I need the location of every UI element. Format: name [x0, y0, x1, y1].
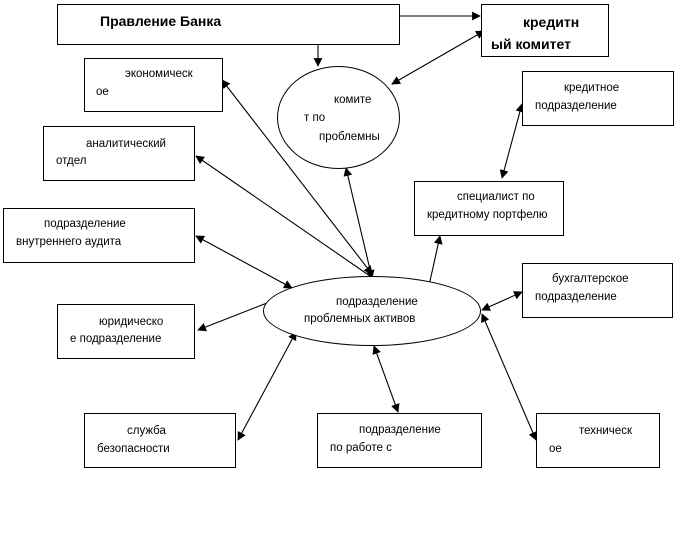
credit-unit-box: кредитное подразделение — [522, 71, 674, 126]
workout-line2: по работе с — [330, 442, 392, 454]
workout-box: подразделение по работе с — [317, 413, 482, 468]
problem-committee-ellipse: комите т по проблемны — [277, 66, 400, 169]
legal-line1: юридическо — [99, 316, 164, 328]
credit-committee-line2: ый комитет — [491, 36, 571, 52]
portfolio-line2: кредитному портфелю — [427, 209, 548, 221]
arrow-accounting-problem-assets — [481, 291, 523, 311]
arrow-audit-problem-assets — [195, 235, 293, 289]
problem-committee-line1: комите — [334, 94, 372, 106]
security-box: служба безопасности — [84, 413, 236, 468]
security-line2: безопасности — [97, 443, 170, 455]
board-label: Правление Банка — [100, 13, 222, 29]
workout-line1: подразделение — [359, 424, 441, 436]
problem-assets-line2: проблемных активов — [304, 313, 416, 325]
arrow-credit-unit-portfolio — [499, 103, 525, 179]
arrow-security-problem-assets — [237, 331, 297, 441]
legal-box: юридическо е подразделение — [57, 304, 195, 359]
arrow-credit-committee-problem-committee — [391, 30, 485, 85]
economic-line1: экономическ — [125, 68, 193, 80]
problem-assets-line1: подразделение — [336, 296, 418, 308]
credit-unit-line1: кредитное — [564, 82, 620, 94]
economic-line2: ое — [96, 86, 109, 98]
credit-committee-box: кредитн ый комитет — [481, 4, 609, 57]
problem-committee-line2: т по — [304, 112, 326, 124]
audit-line2: внутреннего аудита — [16, 236, 122, 248]
credit-unit-line2: подразделение — [535, 100, 617, 112]
arrow-workout-problem-assets — [372, 345, 400, 413]
analytic-box: аналитический отдел — [43, 126, 195, 181]
portfolio-line1: специалист по — [457, 191, 535, 203]
credit-committee-line1: кредитн — [523, 14, 580, 30]
arrow-analytic-problem-assets — [195, 155, 371, 277]
arrow-technical-problem-assets — [481, 313, 537, 441]
technical-line2: ое — [549, 443, 562, 455]
arrow-problem-committee-problem-assets — [343, 167, 375, 279]
problem-committee-line3: проблемны — [319, 131, 380, 143]
accounting-line2: подразделение — [535, 291, 617, 303]
legal-line2: е подразделение — [70, 333, 162, 345]
portfolio-box: специалист по кредитному портфелю — [414, 181, 564, 236]
problem-assets-ellipse: подразделение проблемных активов — [263, 276, 481, 346]
security-line1: служба — [127, 425, 166, 437]
analytic-line2: отдел — [56, 155, 87, 167]
accounting-box: бухгалтерское подразделение — [522, 263, 673, 318]
audit-box: подразделение внутреннего аудита — [3, 208, 195, 263]
accounting-line1: бухгалтерское — [552, 273, 629, 285]
audit-line1: подразделение — [44, 218, 126, 230]
technical-box: техническ ое — [536, 413, 660, 468]
technical-line1: техническ — [579, 425, 632, 437]
economic-box: экономическ ое — [84, 58, 223, 112]
board-box: Правление Банка — [57, 4, 400, 45]
analytic-line1: аналитический — [86, 138, 166, 150]
